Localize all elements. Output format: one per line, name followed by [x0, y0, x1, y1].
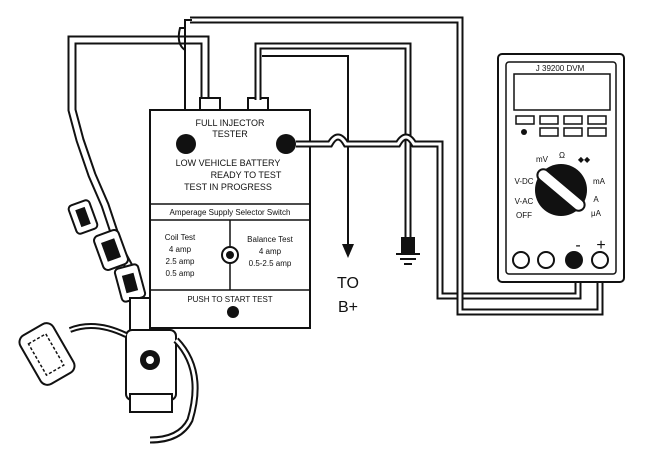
supply-to-label: TO	[337, 275, 359, 292]
supply-b-plus-label: B+	[338, 299, 358, 316]
dvm-positive-label: +	[596, 237, 605, 254]
coil-test-title: Coil Test	[165, 233, 196, 242]
dial-off-label: OFF	[516, 211, 532, 220]
coil-test-value-3: 0.5 amp	[166, 269, 195, 278]
status-low-battery: LOW VEHICLE BATTERY	[176, 158, 281, 168]
dial-vac-label: V-AC	[515, 197, 534, 206]
tester-left-jack[interactable]	[176, 134, 196, 154]
b-plus-arrow	[342, 244, 354, 258]
meter-lead-negative-inner	[296, 135, 580, 298]
harness-connector	[67, 199, 147, 303]
ground-icon	[396, 237, 420, 265]
dial-mv-label: mV	[536, 155, 549, 164]
tester-right-jack[interactable]	[276, 134, 296, 154]
push-to-start-label: PUSH TO START TEST	[187, 295, 272, 304]
dial-a-label: A	[593, 195, 599, 204]
dial-ohm-label: Ω	[559, 151, 565, 160]
coil-test-value-2: 2.5 amp	[166, 257, 195, 266]
selector-switch-label: Amperage Supply Selector Switch	[170, 208, 291, 217]
start-test-button[interactable]	[227, 306, 239, 318]
dvm-button-row-2[interactable]	[539, 127, 607, 137]
dvm-indicator	[521, 129, 527, 135]
dvm-terminal-2[interactable]	[537, 251, 555, 269]
fuel-injector	[125, 297, 199, 444]
dial-ua-label: μA	[591, 209, 602, 218]
dvm-button-row-1[interactable]	[515, 115, 607, 125]
status-in-progress: TEST IN PROGRESS	[184, 182, 272, 192]
meter-lead-positive-inner	[190, 18, 602, 314]
balance-test-value-1: 4 amp	[259, 247, 282, 256]
dvm-title: J 39200 DVM	[536, 64, 585, 73]
balance-test-title: Balance Test	[247, 235, 293, 244]
amperage-selector-knob[interactable]	[221, 246, 239, 264]
dvm-display	[513, 73, 611, 111]
balance-test-value-2: 0.5-2.5 amp	[249, 259, 292, 268]
coil-test-value-1: 4 amp	[169, 245, 192, 254]
tester-title-line1: FULL INJECTOR	[195, 118, 265, 128]
dvm-negative-label: -	[575, 237, 580, 254]
dvm-rotary-dial[interactable]	[535, 164, 587, 216]
dvm-positive-terminal[interactable]	[591, 251, 609, 269]
status-ready: READY TO TEST	[211, 170, 282, 180]
dial-vdc-label: V-DC	[514, 177, 533, 186]
lead-hook	[184, 19, 192, 30]
dvm-negative-terminal[interactable]	[565, 251, 583, 269]
dial-diode-label: ◆◆	[578, 155, 591, 164]
injector-side-connector	[18, 322, 128, 386]
tester-title-line2: TESTER	[212, 129, 248, 139]
supply-cable	[254, 42, 412, 248]
dvm-terminal-1[interactable]	[512, 251, 530, 269]
dial-ma-label: mA	[593, 177, 606, 186]
